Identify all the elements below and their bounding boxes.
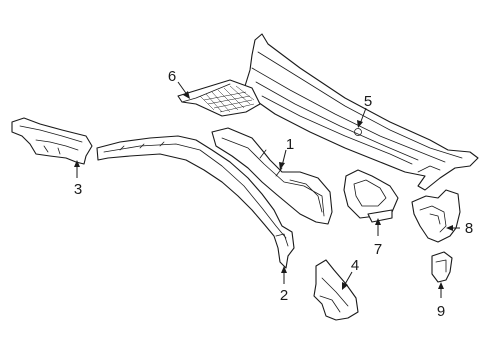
callout-3: 3 [74,181,82,198]
callout-4: 4 [351,257,359,274]
part-8-right-bracket [411,189,461,243]
callout-6: 6 [168,68,176,85]
part-1-duct-bracket [211,127,333,225]
leader-lines [74,81,460,298]
callout-5: 5 [364,93,372,110]
part-3-left-bracket [11,117,93,165]
part-5-cowl-panel [244,33,479,191]
callout-9: 9 [437,303,445,320]
part-2-side-rail [96,135,295,269]
callout-8: 8 [465,220,473,237]
callout-2: 2 [280,287,288,304]
part-9-clip [431,251,453,283]
part-6-vent-screen [177,79,261,117]
callout-1: 1 [286,136,294,153]
callout-7: 7 [374,241,382,258]
part-4-lower-bracket [313,259,359,321]
part-7-frame [343,169,399,223]
